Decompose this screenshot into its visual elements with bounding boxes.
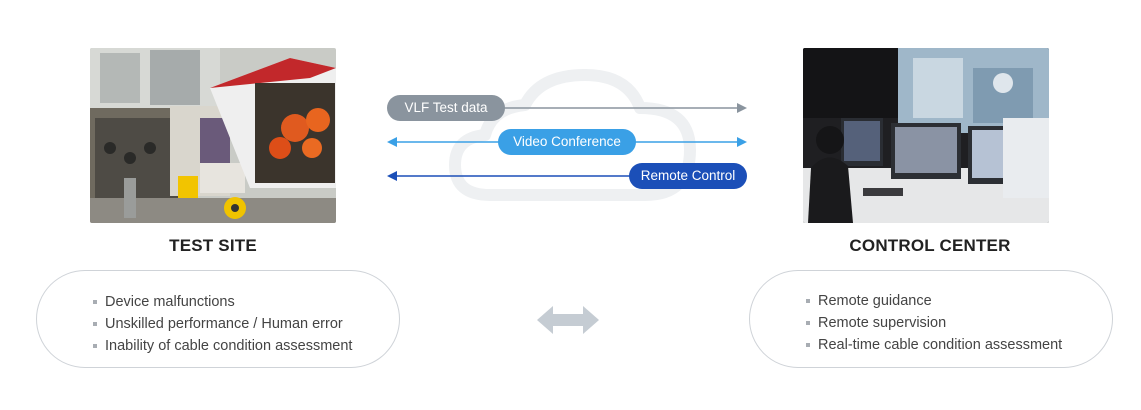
control-center-features-box: Remote guidance Remote supervision Real-… [749,270,1113,368]
control-center-features-list: Remote guidance Remote supervision Real-… [806,290,1062,356]
connection-flow [387,69,747,201]
cloud-icon [449,69,696,201]
list-item: Remote supervision [806,312,1062,334]
control-center-title: CONTROL CENTER [849,236,1011,255]
vlf-arrow-head [737,103,747,113]
list-item: Device malfunctions [93,291,352,313]
video-arrow-head-left [387,137,397,147]
test-site-issues-box: Device malfunctions Unskilled performanc… [36,270,400,368]
video-arrow-head-right [737,137,747,147]
test-site-title: TEST SITE [169,236,257,255]
double-arrow-icon [537,306,599,334]
list-item: Remote guidance [806,290,1062,312]
test-site-issues-list: Device malfunctions Unskilled performanc… [93,291,352,357]
remote-control-label: Remote Control [629,163,747,189]
vlf-test-data-label: VLF Test data [387,95,505,121]
list-item: Unskilled performance / Human error [93,313,352,335]
control-center-photo [803,48,1049,223]
test-site-photo [90,48,336,223]
list-item: Real-time cable condition assessment [806,334,1062,356]
video-conference-label: Video Conference [498,129,636,155]
list-item: Inability of cable condition assessment [93,335,352,357]
remote-arrow-head [387,171,397,181]
